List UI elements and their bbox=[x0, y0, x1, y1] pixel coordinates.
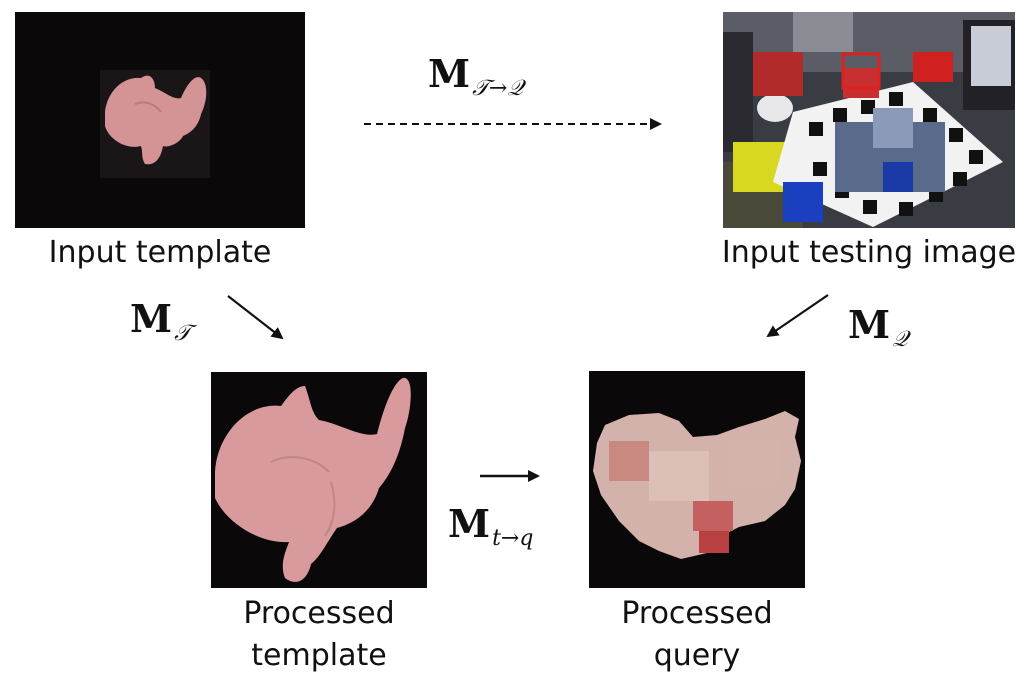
caption-processed-query-line2: query bbox=[653, 638, 741, 673]
processed-template-object bbox=[215, 377, 411, 582]
template-object-shape bbox=[105, 75, 207, 165]
label-m-template: M𝒯 bbox=[130, 296, 191, 346]
processed-template-image bbox=[211, 372, 427, 588]
input-template-image bbox=[15, 12, 305, 228]
caption-processed-template-line1: Processed bbox=[243, 596, 395, 631]
processed-query-image bbox=[589, 371, 805, 588]
caption-processed-query-line1: Processed bbox=[621, 596, 773, 631]
label-m-t-to-q: Mt→q bbox=[448, 501, 534, 551]
processed-query-object bbox=[593, 411, 801, 559]
template-process-arrow bbox=[227, 295, 284, 340]
label-m-query: M𝒬 bbox=[848, 302, 908, 352]
caption-input-template: Input template bbox=[48, 235, 272, 270]
caption-processed-template-line2: template bbox=[251, 638, 387, 673]
input-testing-image bbox=[723, 12, 1015, 228]
label-m-template-to-query: M𝒯→𝒬 bbox=[428, 51, 524, 101]
caption-input-testing-image: Input testing image bbox=[721, 235, 1017, 270]
detection-box bbox=[841, 52, 881, 90]
query-process-arrow bbox=[766, 294, 829, 338]
